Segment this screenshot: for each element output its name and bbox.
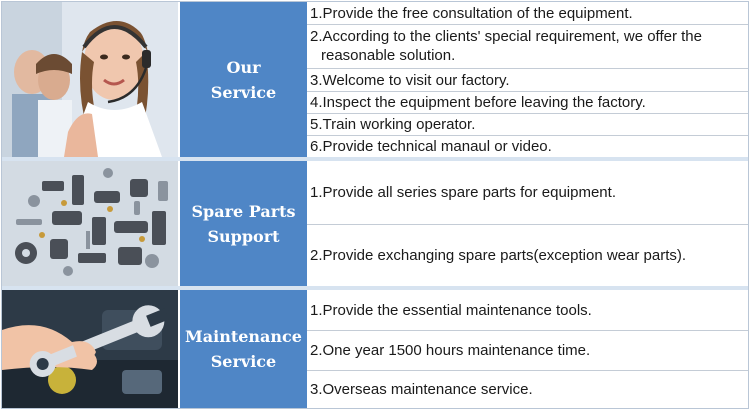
our-service-label: Our Service	[179, 2, 308, 157]
section-divider	[2, 157, 748, 161]
item-text: 1.Provide the free consultation of the e…	[310, 4, 633, 22]
list-item: 2.According to the clients' special requ…	[307, 24, 748, 68]
our-service-label-line-2: Service	[210, 82, 277, 102]
section-divider	[2, 286, 748, 290]
item-text: 5.Train working operator.	[310, 116, 476, 133]
list-item: 1.Provide all series spare parts for equ…	[307, 161, 748, 224]
list-item: 1.Provide the free consultation of the e…	[307, 2, 748, 24]
item-text: 6.Provide technical manaul or video.	[310, 138, 552, 155]
item-text: 2.Provide exchanging spare parts(excepti…	[310, 247, 687, 264]
list-item: 2.Provide exchanging spare parts(excepti…	[307, 224, 748, 286]
list-item: 2.One year 1500 hours maintenance time.	[307, 330, 748, 370]
maintenance-label-line-2: Service	[210, 352, 277, 371]
our-service-section: Our Service 1.Provide the free consultat…	[2, 2, 748, 157]
maintenance-label-line-1: Maintenance	[185, 327, 302, 346]
list-item: 1.Provide the essential maintenance tool…	[307, 290, 748, 330]
item-text: 1.Provide all series spare parts for equ…	[310, 184, 616, 201]
list-item: 6.Provide technical manaul or video.	[307, 135, 748, 157]
spare-parts-label-line-1: Spare Parts	[191, 201, 296, 221]
item-text: 2.According to the clients' special requ…	[310, 28, 702, 64]
our-service-label-line-1: Our	[226, 57, 261, 77]
spare-parts-section: Spare Parts Support 1.Provide all series…	[2, 161, 748, 286]
item-text: 3.Welcome to visit our factory.	[310, 71, 510, 89]
list-item: 3.Welcome to visit our factory.	[307, 68, 748, 91]
maintenance-section: Maintenance Service 1.Provide the essent…	[2, 290, 748, 408]
spare-parts-label: Spare Parts Support	[179, 161, 308, 286]
item-text: 3.Overseas maintenance service.	[310, 381, 533, 398]
wrench-maintenance-photo	[2, 290, 178, 408]
our-service-items: 1.Provide the free consultation of the e…	[307, 2, 748, 157]
list-item: 3.Overseas maintenance service.	[307, 370, 748, 408]
list-item: 5.Train working operator.	[307, 113, 748, 135]
item-text: 4.Inspect the equipment before leaving t…	[310, 94, 646, 111]
customer-service-agent-photo	[2, 2, 178, 157]
maintenance-items: 1.Provide the essential maintenance tool…	[307, 290, 748, 408]
maintenance-label: Maintenance Service	[179, 290, 308, 408]
item-text: 2.One year 1500 hours maintenance time.	[310, 342, 591, 359]
spare-parts-label-line-2: Support	[207, 226, 280, 246]
spare-parts-photo	[2, 161, 178, 286]
list-item: 4.Inspect the equipment before leaving t…	[307, 91, 748, 113]
spare-parts-items: 1.Provide all series spare parts for equ…	[307, 161, 748, 286]
item-text: 1.Provide the essential maintenance tool…	[310, 301, 592, 319]
